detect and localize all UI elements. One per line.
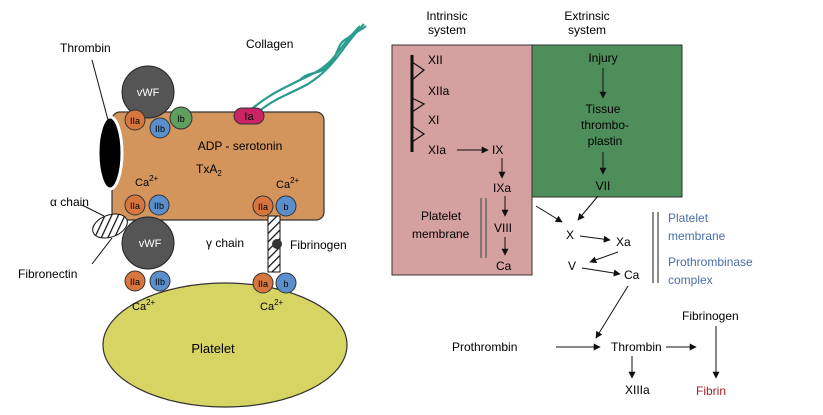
iia-right-mid-label: IIa [258,202,268,212]
arrow-ca-thrombin [595,285,629,339]
ib-receptor [169,106,193,130]
alpha-pointer [81,204,105,217]
platelet-membrane-left-1: Platelet [421,209,462,223]
thrombin-pointer [91,59,109,121]
b-right-mid [275,195,297,217]
xiiia-label: XIIIa [625,383,650,397]
fibrinogen-right-label: Fibrinogen [682,309,739,323]
xa-label: Xa [616,235,631,249]
platelet-membrane-left-2: membrane [412,227,470,241]
iia-mid-label: IIa [130,201,140,211]
extrinsic-title-2: system [568,23,606,37]
iib-bottom [149,270,171,292]
ladder-ticks [411,61,426,143]
platelet-membrane-right-1: Platelet [668,211,709,225]
arrow-vii-x [577,195,599,221]
arrow-xa-v [589,251,619,264]
ia-label: Ia [244,111,254,123]
b-bottom-right [275,272,297,294]
iia-right-mid [252,195,274,217]
vwf-bottom [121,216,175,270]
fibronectin-label: Fibronectin [18,267,77,281]
v-label: V [568,259,576,273]
x-label: X [566,228,574,242]
iib-top-label: IIb [155,124,165,134]
fibrin-label: Fibrin [696,384,726,398]
ca-common-label: Ca [624,268,640,282]
iib-mid [148,194,170,216]
platelet-body [102,282,348,408]
tissue-1: Tissue [586,102,621,116]
ix-label: IX [492,143,503,157]
thrombin-label: Thrombin [60,41,111,55]
fibrinogen-left-label: Fibrinogen [290,238,347,252]
txa2-label: TxA2 [196,162,222,178]
iib-top [149,117,171,139]
intrinsic-title-2: system [428,23,466,37]
platelet-membrane-right-2: membrane [668,229,726,243]
xii-label: XII [428,53,443,67]
vwf-top [121,65,175,119]
tissue-3: plastin [588,134,623,148]
collagen-icon [247,23,367,113]
prothrombinase-1: Prothrombinase [668,255,753,269]
ca-bottom-right: Ca2+ [260,298,284,313]
xia-label: XIa [428,143,446,157]
prothrombin-label: Prothrombin [452,340,517,354]
tissue-2: thrombo- [581,118,629,132]
ia-receptor [233,107,265,125]
fibronectin-shape [92,213,128,239]
viii-label: VIII [494,221,512,235]
vii-label: VII [596,179,611,193]
iia-bottom-right [252,272,274,294]
prothrombinase-2: complex [668,273,713,287]
iia-top [124,109,146,131]
platelet-label: Platelet [191,341,235,356]
arrow-ixa-x [535,205,563,223]
ca-bottom-left: Ca2+ [132,298,156,313]
fibronectin-pointer [91,237,113,265]
vwf-top-label: vWF [137,87,160,99]
vwf-bottom-label: vWF [139,238,162,250]
iib-bottom-label: IIb [155,277,165,287]
gamma-chain-label: γ chain [206,236,244,250]
arrow-v-ca [581,267,621,277]
xi-label: XI [428,113,439,127]
iia-bottom [124,270,146,292]
intrinsic-title-1: Intrinsic [426,9,467,23]
xiia-label: XIIa [428,84,450,98]
ixa-label: IXa [493,181,511,195]
iib-mid-label: IIb [154,201,164,211]
ib-label: Ib [177,114,185,124]
iia-top-label: IIa [130,116,140,126]
b-right-mid-label: b [283,202,288,212]
iia-bottom-label: IIa [130,277,140,287]
ca-right: Ca2+ [276,176,300,191]
injury-label: Injury [588,51,617,65]
extrinsic-title-1: Extrinsic [564,9,609,23]
ca-intrinsic-label: Ca [496,259,512,273]
thrombin-shape [96,115,124,191]
adp-serotonin-label: ADP - serotonin [198,139,283,153]
intrinsic-box [391,44,533,276]
arrow-x-xa [579,235,611,243]
alpha-chain-label: α chain [50,195,89,209]
iia-mid [124,194,146,216]
b-bottom-right-label: b [283,279,288,289]
thrombin-right-label: Thrombin [611,340,662,354]
collagen-label: Collagen [246,37,293,51]
extrinsic-box [531,44,683,198]
fibrinogen-dot [272,239,282,249]
ca-left: Ca2+ [135,174,159,189]
iia-bottom-right-label: IIa [258,279,268,289]
